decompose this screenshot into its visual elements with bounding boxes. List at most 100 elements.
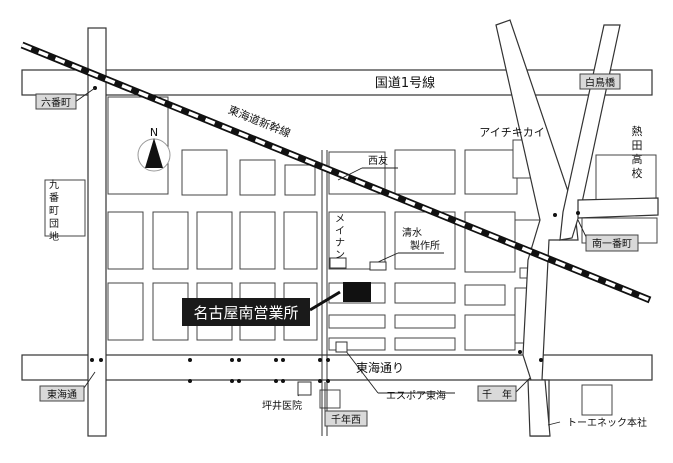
badge-label: 千年西 bbox=[331, 413, 361, 426]
block bbox=[239, 159, 276, 196]
kyuban-danchi-label: 九 番 町 団 地 bbox=[49, 179, 59, 243]
atsuta-high-char: 高 bbox=[632, 152, 643, 166]
shimizu-line: 清水 bbox=[402, 226, 422, 239]
compass-label: N bbox=[150, 126, 158, 139]
aichi-kikai-label: アイチキカイ bbox=[479, 126, 544, 139]
block bbox=[394, 282, 456, 304]
leader-line bbox=[83, 371, 96, 389]
intersection-dot bbox=[318, 358, 322, 362]
tsuboi-label: 坪井医院 bbox=[262, 399, 302, 412]
badge-label: 六番町 bbox=[41, 97, 71, 109]
badge-background bbox=[35, 93, 77, 110]
block bbox=[394, 337, 456, 351]
block bbox=[595, 154, 657, 204]
intersection-dot bbox=[326, 379, 330, 383]
office-leader-line bbox=[309, 290, 341, 312]
block bbox=[394, 211, 456, 270]
esupoa-label: エスポア東海 bbox=[386, 389, 446, 402]
block bbox=[284, 164, 316, 196]
intersection-dot bbox=[553, 213, 557, 217]
intersection-dot bbox=[237, 358, 241, 362]
leader-line bbox=[547, 421, 561, 426]
tokai-dori-road bbox=[21, 354, 653, 381]
intersection-dots bbox=[90, 86, 580, 383]
danchi-char: 番 bbox=[49, 192, 59, 204]
atsuta-high-char: 熱 bbox=[632, 125, 643, 138]
intersection-dot bbox=[230, 379, 234, 383]
block bbox=[239, 211, 276, 270]
toenekku-label: トーエネック本社 bbox=[567, 416, 647, 429]
badge-tokaidori: 東海通 bbox=[39, 385, 85, 402]
badge-label: 南一番町 bbox=[592, 237, 632, 250]
badge-label: 東海通 bbox=[47, 388, 77, 401]
block bbox=[464, 314, 516, 351]
shimizu-marker bbox=[369, 261, 387, 271]
danchi-char: 地 bbox=[49, 230, 59, 243]
badge-background bbox=[39, 385, 85, 402]
rail-dash bbox=[21, 43, 651, 302]
intersection-dot bbox=[518, 350, 522, 354]
badge-minami-ichibancho: 南一番町 bbox=[585, 234, 639, 252]
compass-needle-icon bbox=[145, 138, 163, 168]
block bbox=[152, 211, 189, 270]
leader-line bbox=[341, 345, 379, 394]
badge-label: 千 年 bbox=[482, 388, 512, 401]
block bbox=[464, 149, 518, 195]
danchi-char: 町 bbox=[49, 206, 59, 217]
meinan-char: イ bbox=[335, 226, 345, 237]
intersection-dot bbox=[281, 379, 285, 383]
tokai-dori-label: 東海通り bbox=[356, 360, 404, 375]
block bbox=[328, 314, 386, 329]
block bbox=[107, 211, 144, 270]
intersection-dot bbox=[539, 358, 543, 362]
east-branch-road bbox=[577, 197, 659, 219]
badge-background bbox=[585, 234, 639, 252]
block bbox=[581, 384, 613, 416]
atsuta-high-label: 熱 田 高 校 bbox=[632, 125, 643, 180]
badge-label: 白鳥橋 bbox=[585, 76, 615, 89]
meinan-label: メ イ ナ ン bbox=[335, 214, 345, 261]
block bbox=[107, 282, 144, 341]
intersection-dot bbox=[326, 358, 330, 362]
danchi-char: 九 bbox=[49, 179, 59, 191]
compass: N bbox=[137, 126, 171, 172]
tsuboi-marker bbox=[297, 381, 312, 396]
badge-background bbox=[477, 385, 517, 402]
badge-background bbox=[324, 410, 368, 427]
block bbox=[181, 149, 228, 196]
block bbox=[394, 149, 456, 195]
badge-sennen: 千 年 bbox=[477, 385, 517, 402]
intersection-dot bbox=[99, 358, 103, 362]
meinan-char: メ bbox=[335, 214, 345, 225]
block bbox=[464, 284, 506, 306]
route1-label: 国道1号線 bbox=[375, 75, 435, 91]
leader-line bbox=[377, 252, 399, 263]
danchi-char: 団 bbox=[49, 218, 59, 230]
west-vertical-road bbox=[87, 27, 107, 437]
badge-rokubancho: 六番町 bbox=[35, 93, 77, 110]
meinan-marker bbox=[329, 257, 347, 269]
intersection-dot bbox=[237, 379, 241, 383]
intersection-dot bbox=[318, 379, 322, 383]
block bbox=[44, 179, 86, 237]
shimizu-label: 清水 製作所 bbox=[402, 226, 440, 252]
block bbox=[319, 389, 341, 409]
intersection-dot bbox=[230, 358, 234, 362]
atsuta-high-char: 校 bbox=[632, 166, 643, 180]
leader-line bbox=[337, 167, 363, 181]
intersection-dot bbox=[188, 358, 192, 362]
office-label: 名古屋南営業所 bbox=[193, 304, 298, 322]
intersection-dot bbox=[281, 358, 285, 362]
office-marker bbox=[343, 282, 371, 302]
nishitomo-label: 西友 bbox=[368, 154, 388, 167]
badge-shiratorihashi: 白鳥橋 bbox=[579, 73, 621, 90]
south-road bbox=[527, 379, 551, 437]
intersection-dot bbox=[576, 211, 580, 215]
meinan-char: ナ bbox=[335, 237, 345, 249]
esupoa-marker bbox=[335, 341, 348, 353]
intersection-dot bbox=[188, 379, 192, 383]
badge-sennen-nishi: 千年西 bbox=[324, 410, 368, 427]
intersection-dot bbox=[274, 358, 278, 362]
